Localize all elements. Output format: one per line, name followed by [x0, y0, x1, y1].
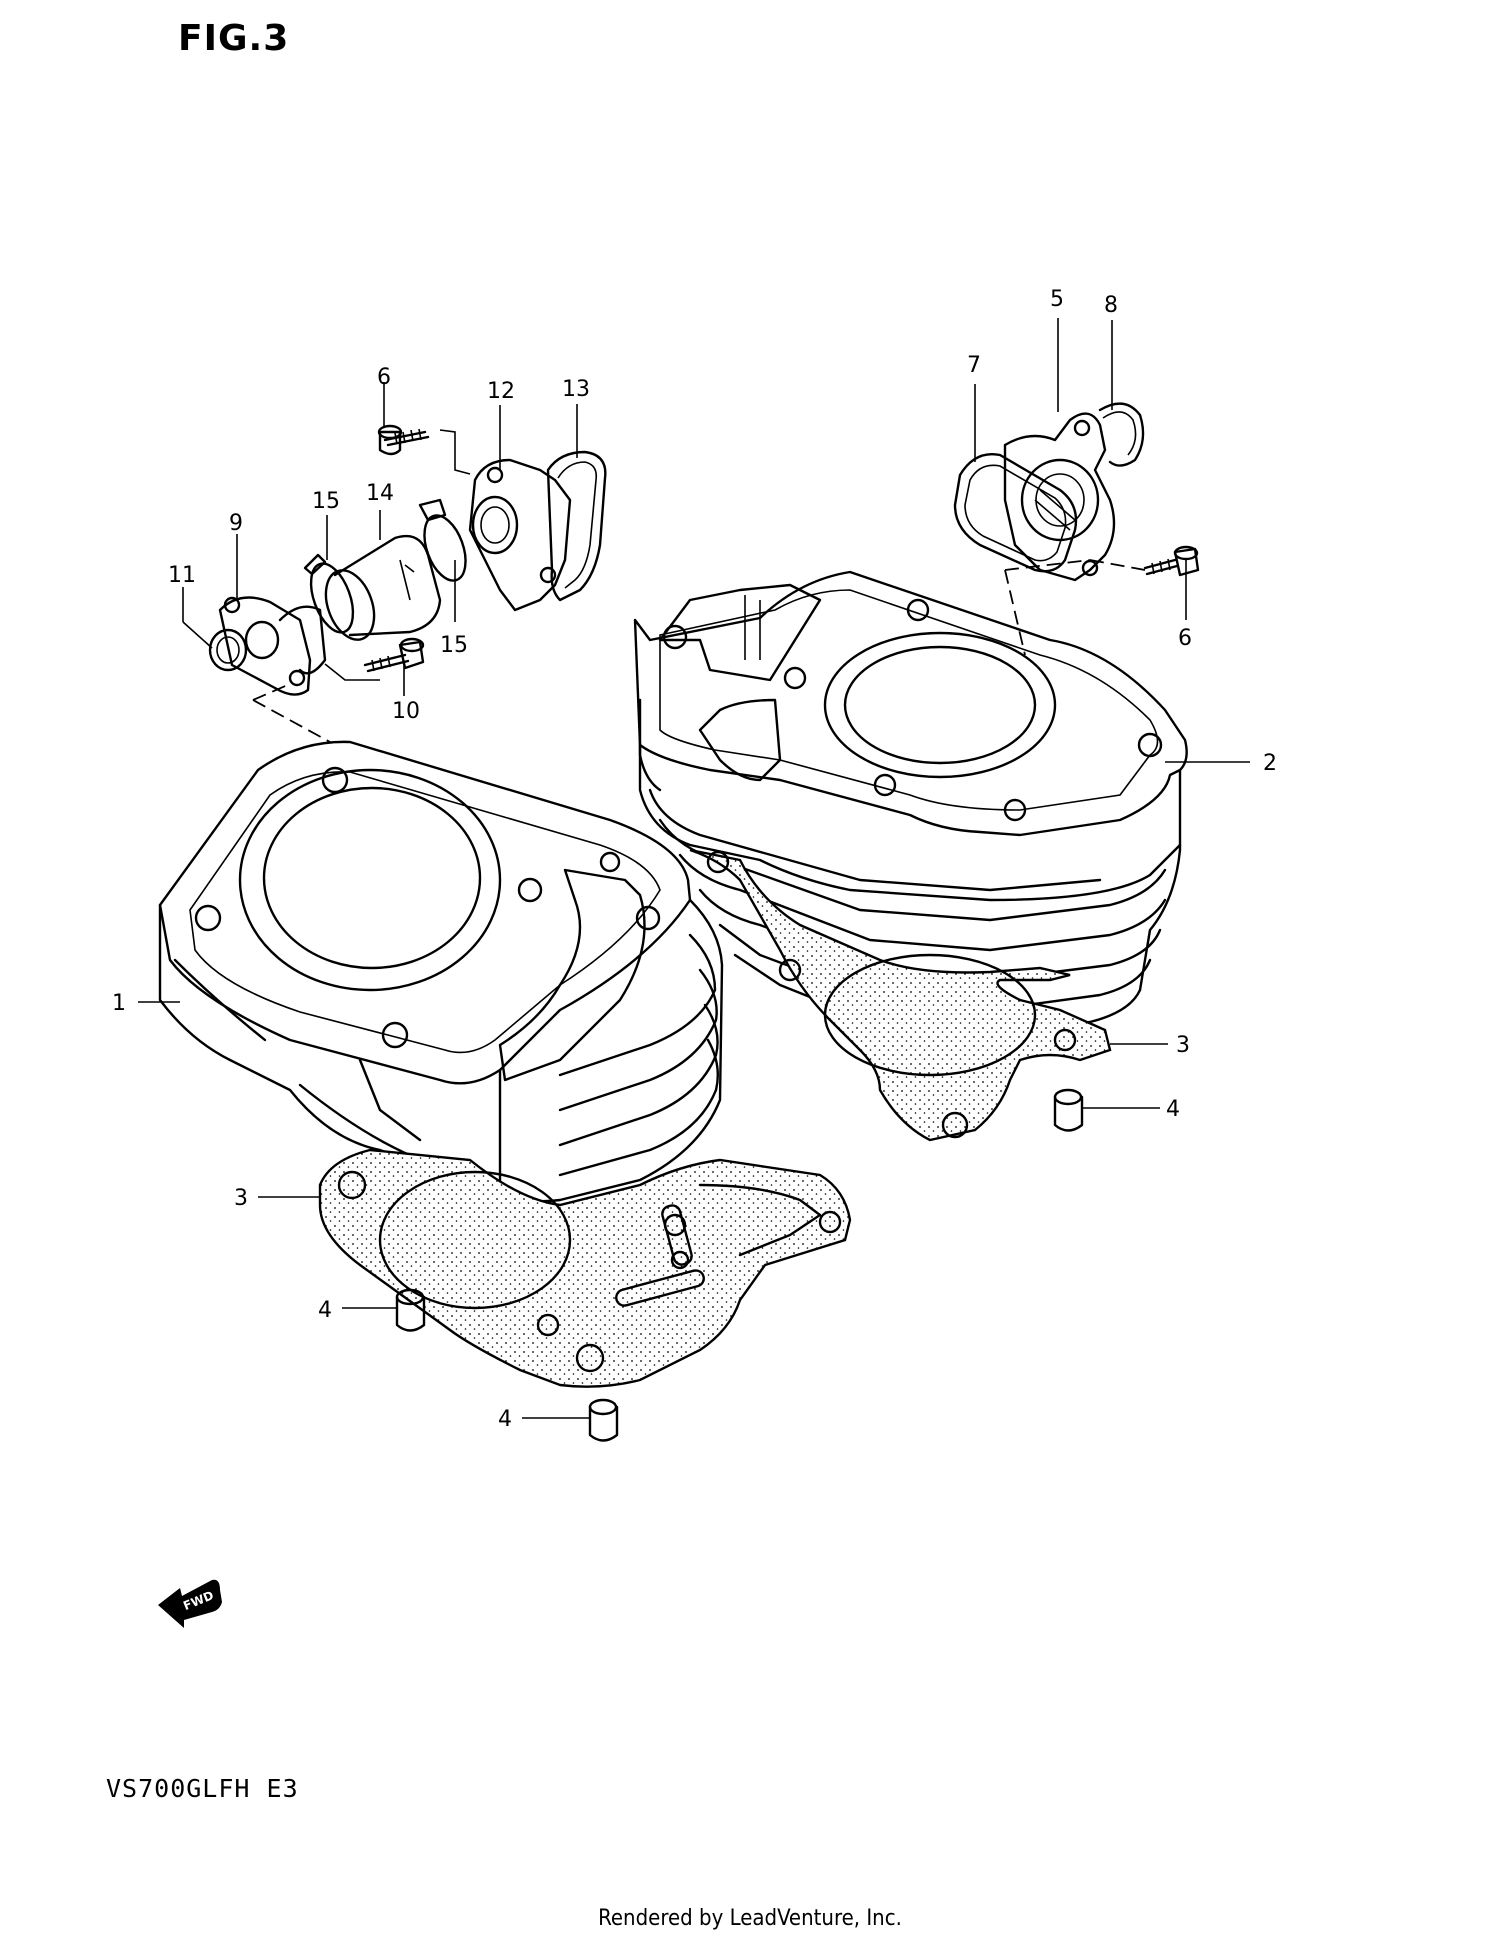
dowel-pin-rear — [1053, 1088, 1084, 1132]
figure-title: FIG.3 — [178, 18, 290, 59]
callout-4-front-1: 4 — [318, 1298, 332, 1323]
callout-3-rear: 3 — [1176, 1033, 1190, 1058]
callout-9: 9 — [229, 511, 243, 536]
callout-2: 2 — [1263, 751, 1277, 776]
callout-3-front: 3 — [234, 1186, 248, 1211]
callout-8: 8 — [1104, 293, 1118, 318]
rear-base-gasket — [689, 848, 1112, 1142]
dowel-pin-front-2 — [588, 1398, 619, 1442]
callout-4-front-2: 4 — [498, 1407, 512, 1432]
fwd-arrow: FWD — [158, 1579, 222, 1628]
rear-cylinder — [633, 570, 1188, 1037]
front-water-outlet-assembly — [208, 424, 607, 696]
assembly-guide-lines — [252, 429, 1146, 743]
callout-15-left: 15 — [312, 489, 340, 514]
front-base-gasket — [318, 1148, 852, 1388]
callout-10: 10 — [392, 699, 420, 724]
callout-12: 12 — [487, 379, 515, 404]
callout-6-rear: 6 — [1178, 626, 1192, 651]
callout-11: 11 — [168, 563, 196, 588]
footer-credit: Rendered by LeadVenture, Inc. — [598, 1906, 902, 1931]
callout-1: 1 — [112, 991, 126, 1016]
callout-6-front: 6 — [377, 365, 391, 390]
dowel-pin-front-1 — [395, 1288, 426, 1332]
model-code: VS700GLFH E3 — [106, 1774, 299, 1803]
callout-13: 13 — [562, 377, 590, 402]
callout-leaders — [138, 318, 1250, 1419]
callout-4-rear: 4 — [1166, 1097, 1180, 1122]
callout-15-right: 15 — [440, 633, 468, 658]
callout-labels: 1 2 3 3 4 4 4 5 6 6 7 8 9 10 11 12 13 14… — [112, 287, 1277, 1432]
dowel-pins — [395, 1088, 1084, 1442]
callout-14: 14 — [366, 481, 394, 506]
rear-water-outlet-assembly — [953, 402, 1200, 582]
callout-5: 5 — [1050, 287, 1064, 312]
callout-7: 7 — [967, 353, 981, 378]
front-cylinder — [158, 740, 724, 1203]
